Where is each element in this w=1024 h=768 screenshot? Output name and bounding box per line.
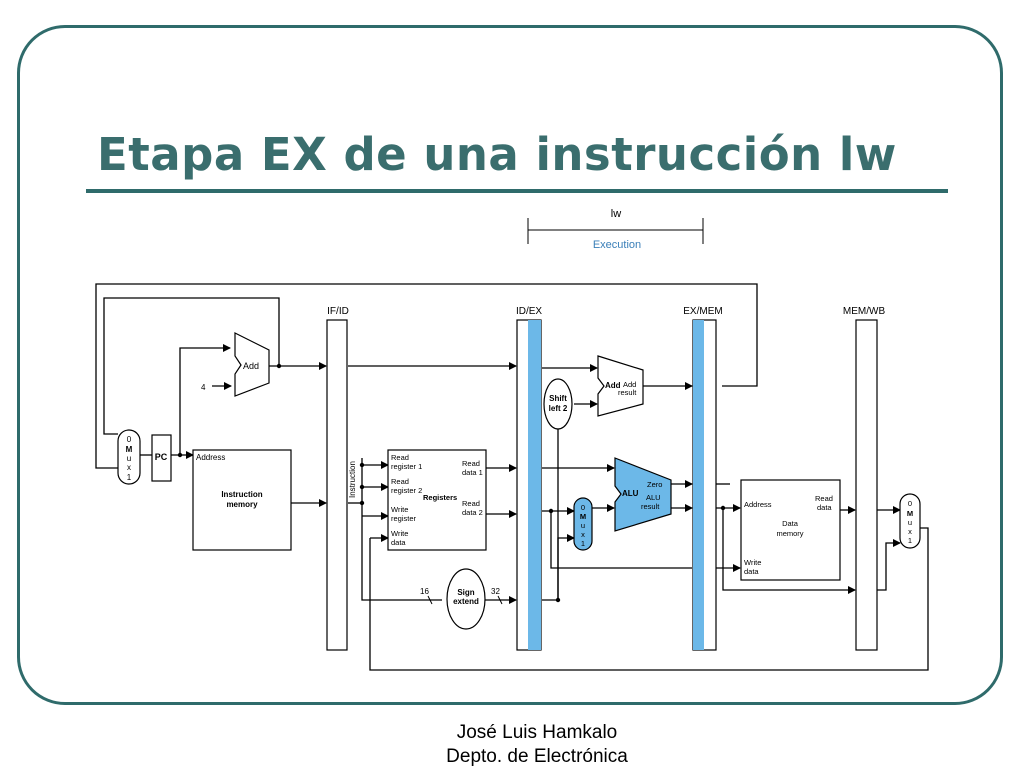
data-memory-write-label: data bbox=[744, 567, 759, 576]
branch-adder-label: Add bbox=[605, 381, 621, 390]
sign-out-bits: 32 bbox=[491, 587, 500, 596]
register-output-label: data 1 bbox=[462, 468, 483, 477]
writeback-mux: 0 M u x 1 bbox=[899, 493, 921, 549]
stage-instruction-label: lw bbox=[611, 208, 621, 220]
sign-extend-label: Sign bbox=[457, 588, 474, 597]
pipeline-register-label: MEM/WB bbox=[843, 306, 886, 317]
register-input-label: register 2 bbox=[391, 486, 422, 495]
instruction-memory-label: Instruction bbox=[221, 490, 262, 499]
mux-label: 1 bbox=[581, 539, 585, 548]
register-file: Read register 1 Read register 2 Write re… bbox=[387, 449, 487, 551]
shift-label: left 2 bbox=[549, 404, 568, 413]
instruction-bus-label: Instruction bbox=[348, 461, 357, 498]
pc-adder-label: Add bbox=[243, 361, 259, 371]
branch-adder: Add Add result bbox=[597, 355, 644, 417]
register-input-label: Read bbox=[391, 453, 409, 462]
wire-junctions bbox=[177, 363, 726, 603]
footer-department: Depto. de Electrónica bbox=[446, 746, 628, 767]
mux-label: M bbox=[126, 445, 133, 454]
pipeline-register-label: ID/EX bbox=[516, 306, 542, 317]
if-id-register bbox=[326, 319, 348, 651]
register-input-label: Write bbox=[391, 529, 408, 538]
register-output-label: Read bbox=[462, 499, 480, 508]
instruction-memory-label: memory bbox=[226, 500, 258, 509]
mem-wb-register bbox=[855, 319, 878, 651]
register-output-label: data 2 bbox=[462, 508, 483, 517]
mux-label: 0 bbox=[127, 435, 132, 444]
mux-label: 0 bbox=[581, 503, 585, 512]
slide-title: Etapa EX de una instrucción lw bbox=[97, 128, 897, 181]
instruction-memory-address: Address bbox=[196, 453, 225, 462]
footer-author: José Luis Hamkalo bbox=[456, 722, 618, 743]
program-counter: PC bbox=[151, 434, 172, 482]
alu: ALU Zero ALU result bbox=[614, 457, 672, 532]
branch-adder-result-label: Add bbox=[623, 380, 636, 389]
data-memory-read-label: data bbox=[817, 503, 832, 512]
mux-label: x bbox=[908, 527, 912, 536]
mux-label: 1 bbox=[127, 473, 132, 482]
title-underline bbox=[86, 189, 948, 193]
pipeline-datapath-diagram: lw Execution IF/ID ID/EX EX/MEM MEM/WB bbox=[95, 208, 929, 671]
pc-mux: 0 M u x 1 bbox=[117, 429, 141, 485]
slide-frame bbox=[17, 25, 1003, 705]
register-input-label: register 1 bbox=[391, 462, 422, 471]
alu-result-label: result bbox=[641, 502, 660, 511]
sign-extend-label: extend bbox=[453, 597, 479, 606]
shift-left-2: Shift left 2 bbox=[543, 378, 573, 430]
register-input-label: Read bbox=[391, 477, 409, 486]
data-memory-label: memory bbox=[776, 529, 803, 538]
stage-header: lw Execution bbox=[527, 208, 704, 251]
mux-label: x bbox=[127, 463, 131, 472]
sign-extend: Sign extend bbox=[446, 568, 486, 630]
pipeline-register-label: EX/MEM bbox=[683, 306, 722, 317]
ex-mem-register-active bbox=[693, 320, 704, 650]
mux-label: 1 bbox=[908, 536, 912, 545]
stage-name-label: Execution bbox=[593, 239, 641, 251]
id-ex-register-active bbox=[528, 320, 541, 650]
sign-in-bits: 16 bbox=[420, 587, 429, 596]
data-memory-read-label: Read bbox=[815, 494, 833, 503]
alu-label: ALU bbox=[622, 489, 639, 498]
pc-adder: Add bbox=[234, 332, 270, 397]
mux-label: x bbox=[581, 530, 585, 539]
data-memory: Address Read data Data memory Write data bbox=[740, 479, 841, 581]
data-memory-address: Address bbox=[744, 500, 772, 509]
alu-zero-label: Zero bbox=[647, 480, 662, 489]
mux-label: u bbox=[908, 518, 912, 527]
constant-four: 4 bbox=[201, 383, 206, 392]
register-input-label: Write bbox=[391, 505, 408, 514]
pipeline-register-label: IF/ID bbox=[327, 306, 349, 317]
alu-src-mux: 0 M u x 1 bbox=[573, 497, 593, 551]
register-output-label: Read bbox=[462, 459, 480, 468]
instruction-memory: Address Instruction memory bbox=[192, 449, 292, 551]
mux-label: u bbox=[581, 521, 585, 530]
mux-label: 0 bbox=[908, 499, 912, 508]
branch-adder-result-label: result bbox=[618, 388, 637, 397]
register-input-label: register bbox=[391, 514, 417, 523]
registers-label: Registers bbox=[423, 493, 457, 502]
alu-result-label: ALU bbox=[646, 493, 661, 502]
mux-label: u bbox=[127, 454, 131, 463]
shift-label: Shift bbox=[549, 394, 567, 403]
register-input-label: data bbox=[391, 538, 406, 547]
data-memory-write-label: Write bbox=[744, 558, 761, 567]
pc-label: PC bbox=[155, 452, 168, 462]
data-memory-label: Data bbox=[782, 519, 799, 528]
mux-label: M bbox=[580, 512, 586, 521]
mux-label: M bbox=[907, 509, 913, 518]
